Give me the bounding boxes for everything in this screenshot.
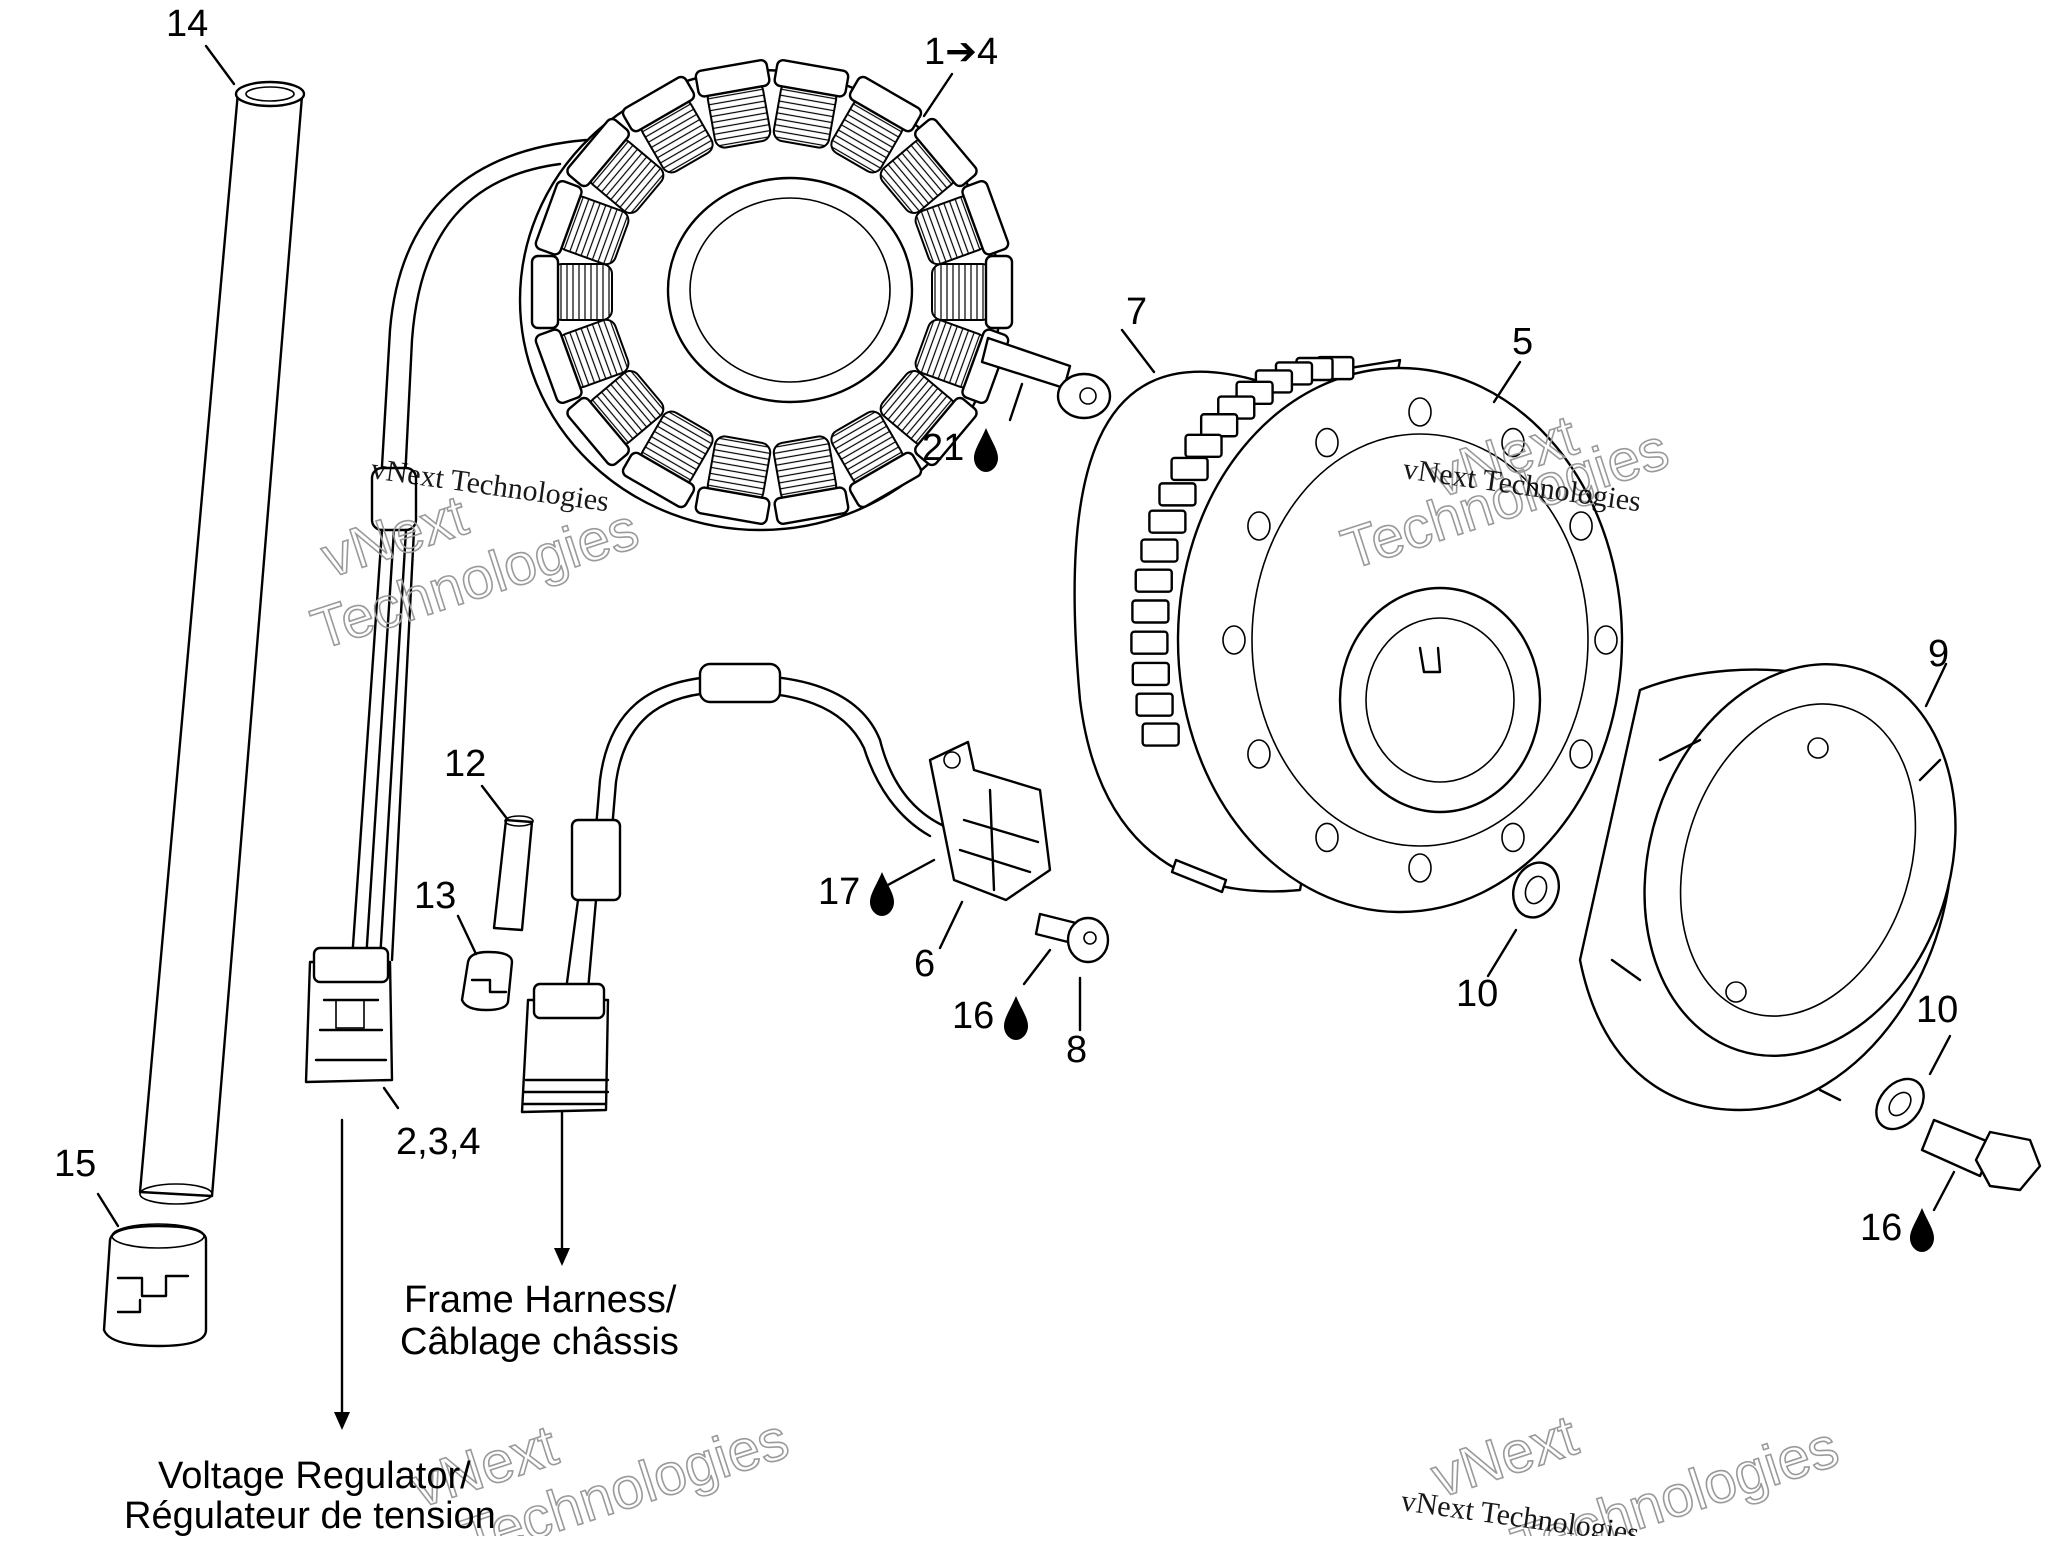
callout-labels: 14 1➔4 7 21 5 12 13 9 17 6 16 8 10 10 2,… <box>54 3 1958 1249</box>
stator-tooth <box>694 435 772 526</box>
flywheel-magnet <box>1184 433 1223 459</box>
spring-part-12 <box>492 815 534 932</box>
callout-8: 8 <box>1066 1029 1087 1071</box>
stator-tooth <box>830 410 923 509</box>
flywheel-hole <box>1247 739 1271 769</box>
clip-part-13 <box>460 950 514 1012</box>
clamp-part-15 <box>102 1223 208 1348</box>
callout-12: 12 <box>444 743 486 785</box>
trigger-cover-part-9 <box>1578 663 1957 1112</box>
callout-17: 17 <box>818 871 860 913</box>
connector-part-2-3-4 <box>304 946 394 1084</box>
caption-voltage-regulator-en: Voltage Regulator/ <box>158 1455 471 1497</box>
washer-part-10-b <box>1875 1077 1925 1131</box>
callout-2-3-4: 2,3,4 <box>396 1121 481 1163</box>
callout-21: 21 <box>922 427 964 469</box>
stator-tooth <box>530 254 613 330</box>
flywheel-hole <box>1247 511 1271 541</box>
caption-frame-harness-en: Frame Harness/ <box>404 1279 677 1321</box>
flywheel-hole <box>1408 853 1432 883</box>
callout-5: 5 <box>1512 321 1533 363</box>
flywheel-part-5 <box>1073 355 1624 914</box>
flywheel-magnet <box>1131 599 1170 624</box>
flywheel-hole <box>1569 511 1593 541</box>
stator-tooth <box>914 179 1010 266</box>
flywheel-magnet <box>1158 482 1197 507</box>
drop-icon <box>974 428 998 472</box>
conduit-part-14 <box>138 80 306 1205</box>
drop-icon <box>870 872 894 916</box>
washer-part-10-a <box>1512 861 1560 919</box>
callout-1-4: 1➔4 <box>924 31 998 73</box>
stator-wire-harness <box>350 138 588 962</box>
frame-harness-connector <box>520 818 622 1114</box>
flywheel-magnet <box>1170 456 1209 482</box>
callout-13: 13 <box>414 875 456 917</box>
flywheel-magnet <box>1199 413 1239 438</box>
callout-14: 14 <box>166 3 208 45</box>
callout-9: 9 <box>1928 633 1949 675</box>
callout-7: 7 <box>1126 291 1147 333</box>
drop-icon <box>1004 996 1028 1040</box>
flywheel-hole <box>1569 739 1593 769</box>
flywheel-magnet <box>1148 509 1187 534</box>
drop-icons <box>870 428 1934 1252</box>
flywheel-hole <box>1501 427 1525 458</box>
callout-10-right: 10 <box>1916 989 1958 1031</box>
callout-16-left: 16 <box>952 995 994 1037</box>
stator-tooth <box>621 410 714 509</box>
flywheel-hole <box>1408 397 1432 427</box>
screw-part-7 <box>980 336 1112 420</box>
caption-frame-harness-fr: Câblage châssis <box>400 1321 679 1363</box>
flywheel-hole <box>1594 625 1618 655</box>
stator-tooth <box>534 318 630 405</box>
pickup-sensor-part-6 <box>588 662 1052 902</box>
stator-tooth <box>566 117 665 214</box>
flywheel-magnet <box>1130 630 1169 655</box>
stator-tooth <box>621 75 714 174</box>
caption-voltage-regulator-fr: Régulateur de tension <box>124 1495 496 1536</box>
flywheel-magnet <box>1141 722 1180 747</box>
stator-tooth <box>879 117 978 214</box>
stator-tooth <box>879 370 978 467</box>
flywheel-magnet <box>1131 661 1171 687</box>
stator-tooth <box>534 179 630 266</box>
flywheel-magnet <box>1140 538 1179 563</box>
flywheel-hole <box>1222 625 1246 655</box>
sensor-wire-sleeve <box>698 662 782 704</box>
stator-tooth <box>772 435 850 526</box>
screw-part-8 <box>1034 912 1110 964</box>
flywheel-magnet <box>1134 568 1173 593</box>
stator-tooth <box>931 254 1014 330</box>
leader-lines <box>96 44 1956 1430</box>
flywheel-hole <box>1315 427 1339 458</box>
flywheel-hole <box>1315 822 1339 853</box>
callout-16-right: 16 <box>1860 1207 1902 1249</box>
callout-10-left: 10 <box>1456 973 1498 1015</box>
flywheel-hole <box>1501 822 1525 853</box>
stator-tooth <box>694 58 772 149</box>
callout-15: 15 <box>54 1143 96 1185</box>
captions: Frame Harness/ Câblage châssis Voltage R… <box>124 1279 679 1537</box>
flywheel-magnet <box>1135 692 1174 717</box>
stator-part-1-4 <box>518 58 1014 532</box>
callout-6: 6 <box>914 943 935 985</box>
drop-icon <box>1910 1208 1934 1252</box>
stator-tooth <box>772 58 850 149</box>
stator-tooth <box>830 75 923 174</box>
bolt-part-16-right <box>1920 1118 2042 1192</box>
stator-tooth <box>566 370 665 467</box>
